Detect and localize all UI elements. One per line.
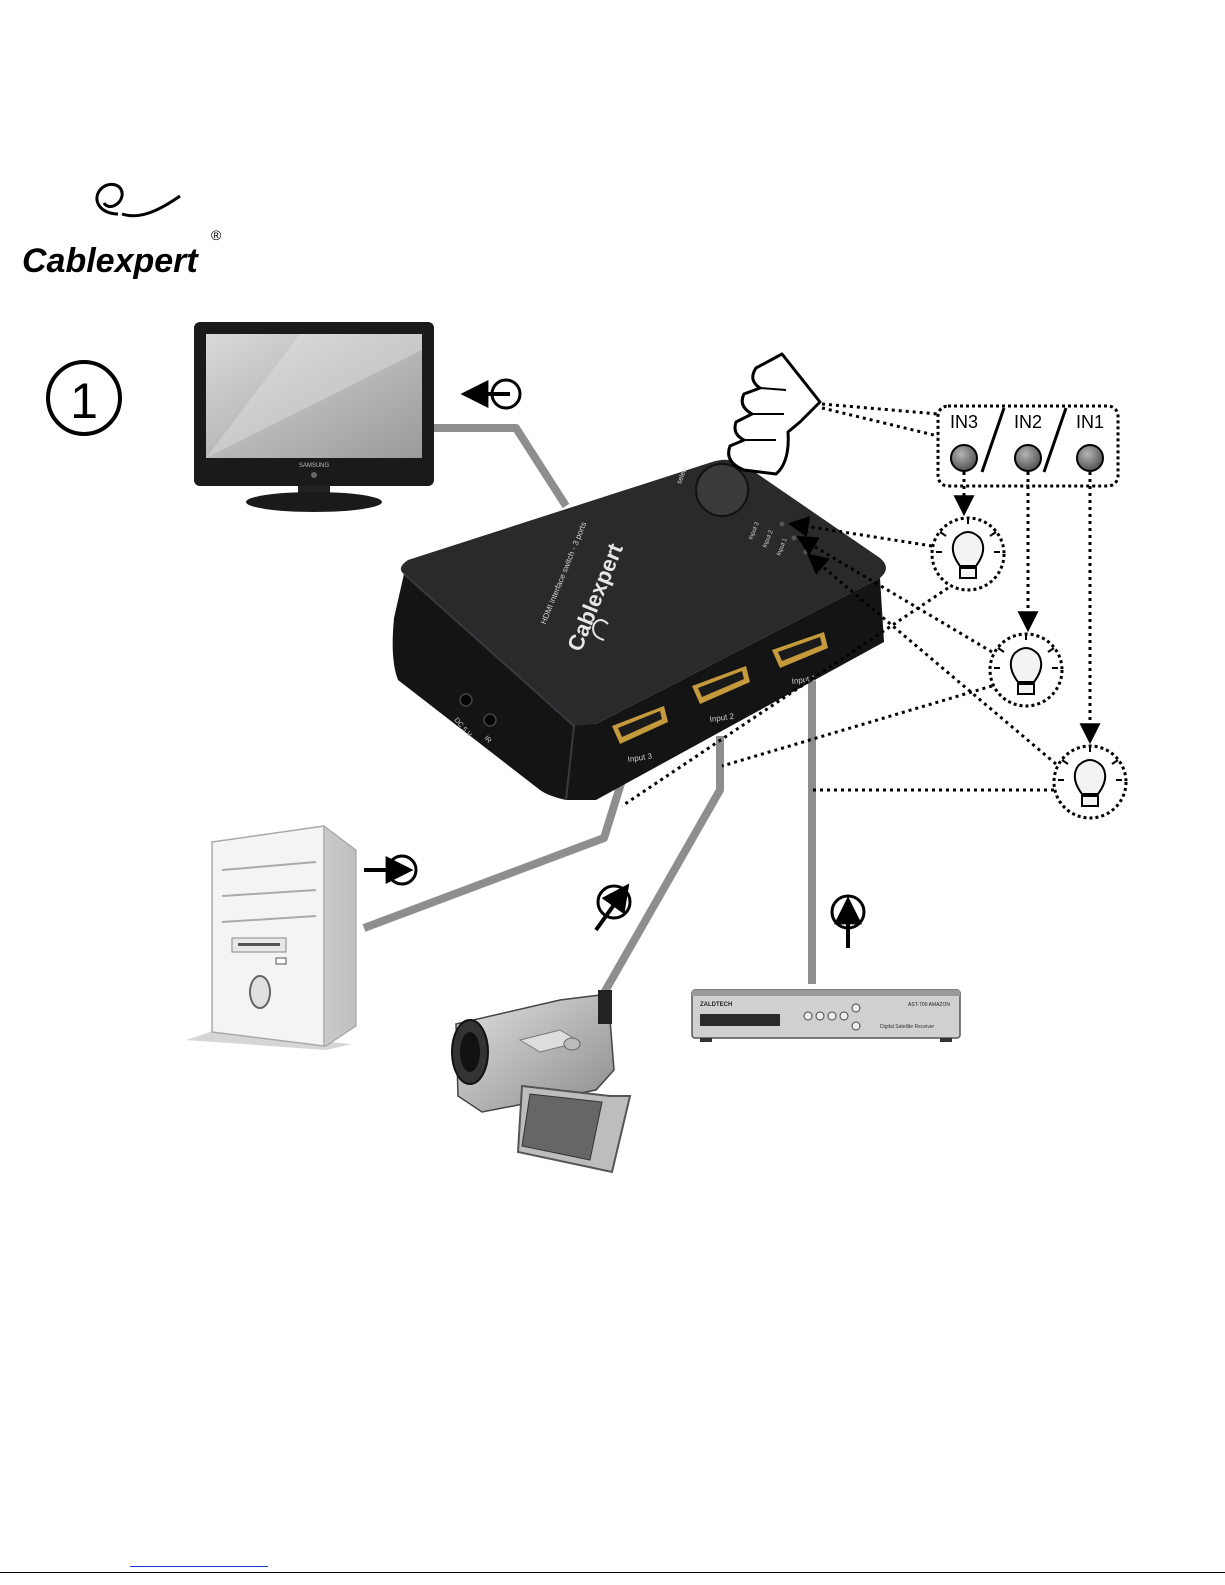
indicator-led-in1 xyxy=(1077,445,1103,471)
receiver-model: AST-700 AMAZON xyxy=(908,1002,950,1008)
indicator-label-in3: IN3 xyxy=(950,412,978,432)
logo-swirl-icon xyxy=(97,184,180,215)
switch-led-2 xyxy=(792,536,797,541)
monitor: SAMSUNG xyxy=(194,322,434,512)
bulb-in2 xyxy=(990,634,1062,706)
switch-led-3 xyxy=(780,522,785,527)
select-button[interactable] xyxy=(696,464,748,516)
step-number: 1 xyxy=(70,373,98,429)
satellite-receiver: ZALDTECH AST-700 AMAZON Digital Satellit… xyxy=(692,990,960,1042)
registered-mark: ® xyxy=(211,227,222,243)
monitor-brand: SAMSUNG xyxy=(299,463,330,469)
indicator-label-in2: IN2 xyxy=(1014,412,1042,432)
cable-output-monitor xyxy=(434,428,566,506)
indicator-led-in3 xyxy=(951,445,977,471)
input-arrow-pc-icon xyxy=(364,856,416,884)
indicator-led-in2 xyxy=(1015,445,1041,471)
step-marker: 1 xyxy=(48,362,120,434)
cablexpert-logo: Cablexpert ® xyxy=(22,184,222,280)
switch-led-1 xyxy=(804,550,809,555)
output-arrow-icon xyxy=(466,380,520,408)
dotted-pointers-hand xyxy=(822,404,938,436)
receiver-caption: Digital Satellite Receiver xyxy=(880,1024,935,1030)
input-arrow-receiver-icon xyxy=(832,896,864,948)
dc-power-jack[interactable] xyxy=(460,694,472,706)
ir-jack[interactable] xyxy=(484,714,496,726)
bulb-in1 xyxy=(1054,746,1126,818)
input-arrow-camcorder-icon xyxy=(596,886,630,930)
logo-wordmark: Cablexpert xyxy=(22,242,199,280)
pc-tower xyxy=(186,826,356,1050)
bulb-in3 xyxy=(932,518,1004,590)
footer-rule xyxy=(0,1572,1225,1573)
footer-link-underline[interactable] xyxy=(130,1566,268,1567)
pointing-hand-icon xyxy=(729,354,820,474)
indicator-label-in1: IN1 xyxy=(1076,412,1104,432)
receiver-brand: ZALDTECH xyxy=(700,1002,732,1008)
camcorder xyxy=(452,990,630,1172)
